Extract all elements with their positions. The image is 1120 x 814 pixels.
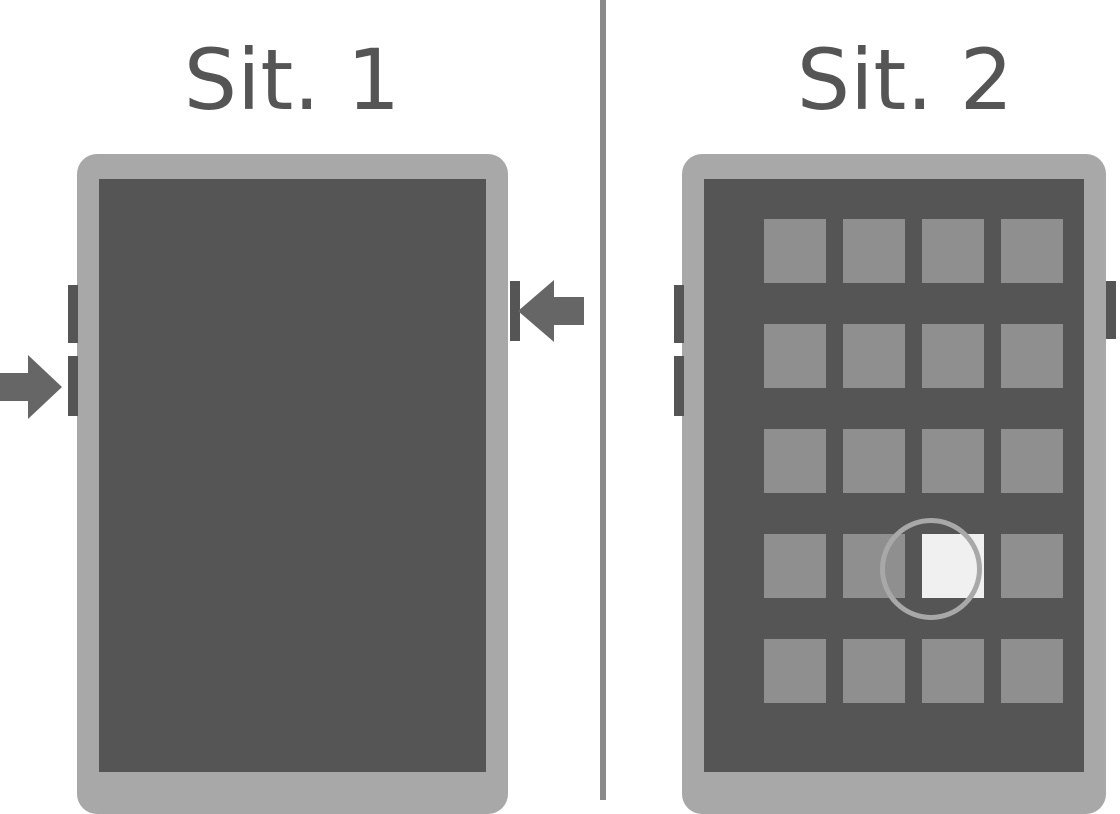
app-icon[interactable] bbox=[843, 429, 905, 493]
app-icon[interactable] bbox=[1001, 324, 1063, 388]
app-icon[interactable] bbox=[764, 639, 826, 703]
panel-divider bbox=[600, 0, 606, 800]
app-icon-grid bbox=[764, 219, 1063, 703]
app-icon[interactable] bbox=[1001, 429, 1063, 493]
app-icon[interactable] bbox=[922, 324, 984, 388]
press-arrow-left-icon bbox=[518, 280, 584, 342]
app-icon[interactable] bbox=[843, 639, 905, 703]
app-icon[interactable] bbox=[1001, 534, 1063, 598]
right-side-button-2[interactable] bbox=[1106, 281, 1116, 339]
left-upper-side-button[interactable] bbox=[68, 285, 78, 343]
app-icon[interactable] bbox=[922, 639, 984, 703]
app-icon[interactable] bbox=[764, 324, 826, 388]
tablet-screen-off bbox=[99, 179, 486, 772]
app-icon[interactable] bbox=[1001, 639, 1063, 703]
app-icon[interactable] bbox=[922, 219, 984, 283]
panel-1-title: Sit. 1 bbox=[183, 31, 401, 129]
tablet-home-screen bbox=[704, 179, 1084, 772]
right-side-button[interactable] bbox=[510, 281, 520, 341]
app-icon[interactable] bbox=[1001, 219, 1063, 283]
selected-app-highlight-ring bbox=[880, 518, 982, 620]
press-arrow-right-icon bbox=[0, 355, 62, 419]
app-icon[interactable] bbox=[764, 219, 826, 283]
tablet-device-1 bbox=[77, 154, 508, 814]
left-upper-side-button-2[interactable] bbox=[674, 285, 684, 343]
app-icon[interactable] bbox=[843, 324, 905, 388]
app-icon[interactable] bbox=[922, 429, 984, 493]
app-icon[interactable] bbox=[843, 219, 905, 283]
left-lower-side-button-2[interactable] bbox=[674, 356, 684, 416]
left-lower-side-button[interactable] bbox=[68, 356, 78, 416]
panel-2-title: Sit. 2 bbox=[796, 31, 1014, 129]
app-icon[interactable] bbox=[764, 429, 826, 493]
app-icon[interactable] bbox=[764, 534, 826, 598]
tablet-device-2 bbox=[682, 154, 1106, 814]
